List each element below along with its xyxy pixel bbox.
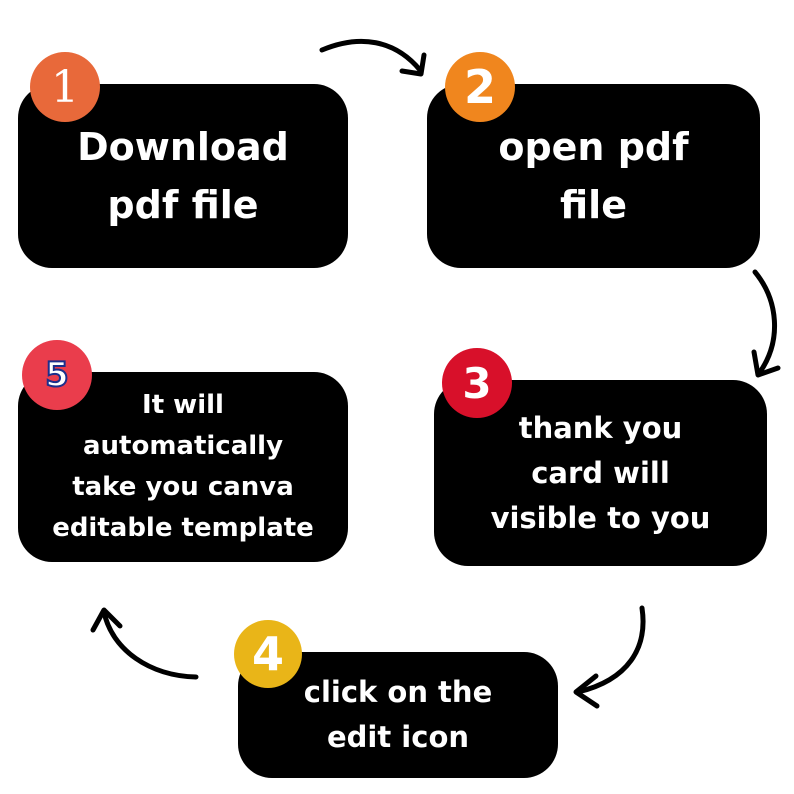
step-4-line-1: click on the [303,675,493,709]
arrow-step4-to-step5 [90,607,199,680]
step-4-badge: 4 [234,620,302,688]
arrow-step2-to-step3 [751,269,781,378]
step-3-line-1: thank you [518,410,683,445]
step-3-badge: 3 [442,348,512,418]
step-1-badge: 1 [30,52,100,122]
arrow-step1-to-step2 [319,38,427,77]
step-4-line-2: edit icon [326,720,470,754]
step-5-badge-number: 5 [44,354,70,396]
step-5-line-1: It will [142,390,224,420]
step-2-box: open pdf file [427,84,760,268]
arrow-step3-to-step4 [573,605,646,709]
step-5-badge: 5 [22,340,92,410]
step-2-line-1: open pdf [498,125,689,169]
step-3-line-3: visible to you [490,500,711,535]
step-1-line-1: Download [77,125,289,169]
step-3-line-2: card will [531,455,670,490]
step-2-badge: 2 [445,52,515,122]
step-1-line-2: pdf file [107,183,259,227]
step-5-line-3: take you canva [72,472,294,502]
step-5-line-4: editable template [52,513,314,543]
step-5-line-2: automatically [82,431,284,461]
step-2-line-2: file [560,183,627,227]
step-1-box: Download pdf file [18,84,348,268]
